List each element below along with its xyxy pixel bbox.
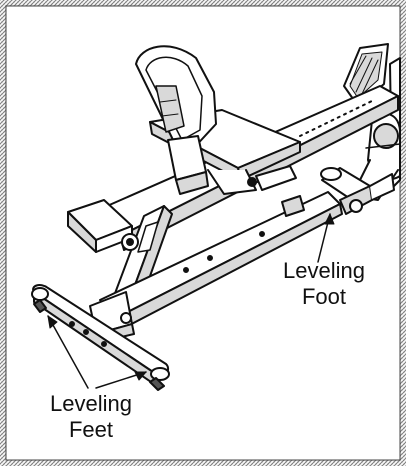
callout-leveling-foot-line2: Foot: [301, 284, 347, 309]
callout-leveling-feet-line1: Leveling: [50, 391, 132, 416]
leveling-feet: [33, 299, 165, 391]
rear-stabilizer: [31, 284, 170, 385]
front-stabilizer: [320, 167, 395, 215]
callout-leveling-foot-line1: Leveling: [283, 258, 365, 283]
callout-leveling-feet: Leveling Feet: [26, 391, 156, 443]
callout-leveling-foot: Leveling Foot: [262, 258, 386, 310]
seat-backrest: [135, 45, 217, 151]
seat-bracket: [167, 135, 209, 195]
rail-end-cap: [67, 199, 133, 253]
leader-lines: [47, 213, 335, 389]
callout-leveling-feet-line2: Feet: [68, 417, 114, 442]
